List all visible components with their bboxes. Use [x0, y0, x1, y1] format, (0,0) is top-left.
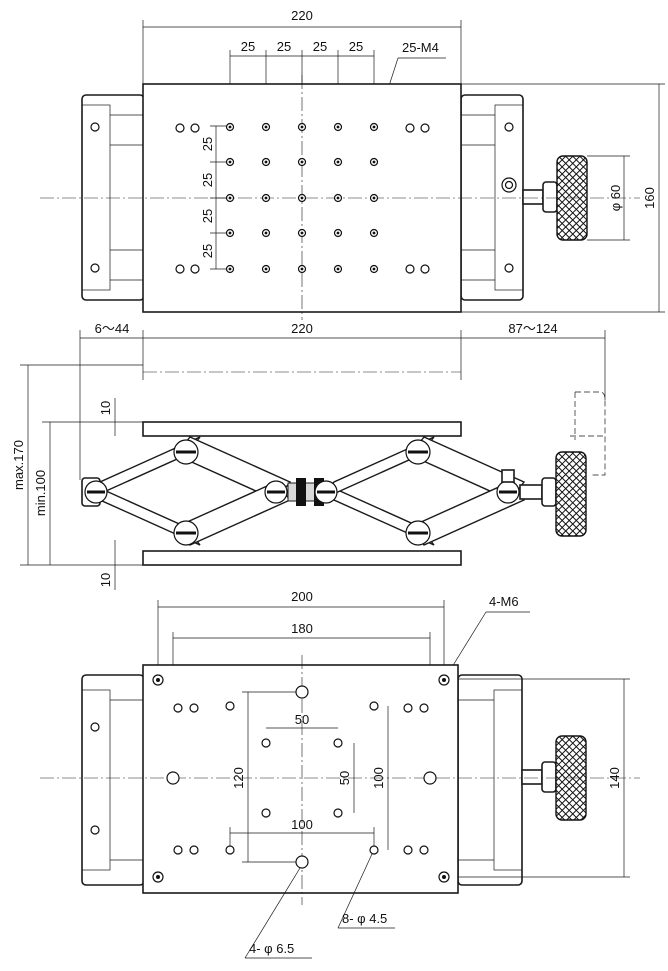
plate-bottom-thk: 10: [98, 573, 113, 587]
vpitch-label-1: 25: [200, 137, 215, 151]
dim-120-label: 120: [231, 767, 246, 789]
tap-hole-center: [264, 125, 268, 129]
pitch-label-3: 25: [313, 39, 327, 54]
tap-hole-center: [300, 125, 304, 129]
tap-hole-center: [372, 160, 376, 164]
pitch-label-1: 25: [241, 39, 255, 54]
mounting-holes: [152, 674, 450, 883]
tap-callout: 25-M4: [402, 40, 439, 55]
travel-right-label: 87～124: [508, 321, 557, 336]
dim-200-label: 200: [291, 589, 313, 604]
hole-45-callout: 8- φ 4.5: [342, 911, 387, 926]
vpitch-label-2: 25: [200, 173, 215, 187]
tap-hole-center: [372, 231, 376, 235]
tap-hole-center: [264, 160, 268, 164]
tap-hole-center: [228, 231, 232, 235]
plate-top-thk: 10: [98, 401, 113, 415]
tap-hole-center: [228, 160, 232, 164]
top-width-label: 220: [291, 8, 313, 23]
dim-140-label: 140: [607, 767, 622, 789]
tap-hole-center: [300, 231, 304, 235]
tap-hole-center: [264, 267, 268, 271]
tap-hole-center: [336, 125, 340, 129]
side-view: 6～44 220 87～124 max.170 min.100 10 10: [11, 321, 606, 590]
dim-100-h-label: 100: [291, 817, 313, 832]
tap-hole-center: [300, 160, 304, 164]
tap-hole-center: [372, 196, 376, 200]
tap-hole-center: [336, 160, 340, 164]
bottom-view: 200 180 4-M6 140 50: [40, 589, 640, 959]
tap-hole-center: [264, 231, 268, 235]
m6-callout: 4-M6: [489, 594, 519, 609]
tap-hole-center: [228, 267, 232, 271]
dim-50-h-label: 50: [295, 712, 309, 727]
tap-hole-center: [264, 196, 268, 200]
top-view: 220 25 25 25 25 25-M4: [40, 8, 665, 320]
tap-hole-center: [228, 196, 232, 200]
pitch-label-4: 25: [349, 39, 363, 54]
dim-50-v-label: 50: [337, 771, 352, 785]
tap-hole-grid: [225, 122, 379, 274]
tap-hole-center: [300, 196, 304, 200]
tap-hole-center: [372, 125, 376, 129]
tap-hole-center: [372, 267, 376, 271]
height-max-label: max.170: [11, 440, 26, 490]
top-depth-label: 160: [642, 187, 657, 209]
height-min-label: min.100: [33, 470, 48, 516]
dim-180-label: 180: [291, 621, 313, 636]
dim-100-v-label: 100: [371, 767, 386, 789]
pivot-set: [84, 439, 520, 546]
knob-dia-label: φ 60: [608, 185, 623, 212]
vpitch-label-3: 25: [200, 209, 215, 223]
vpitch-label-4: 25: [200, 244, 215, 258]
tap-hole-center: [336, 196, 340, 200]
tap-hole-center: [336, 267, 340, 271]
tap-hole-center: [336, 231, 340, 235]
hole-65-callout: 4- φ 6.5: [249, 941, 294, 956]
side-width-label: 220: [291, 321, 313, 336]
tap-hole-center: [228, 125, 232, 129]
pitch-label-2: 25: [277, 39, 291, 54]
travel-left-label: 6～44: [95, 321, 130, 336]
tap-hole-center: [300, 267, 304, 271]
